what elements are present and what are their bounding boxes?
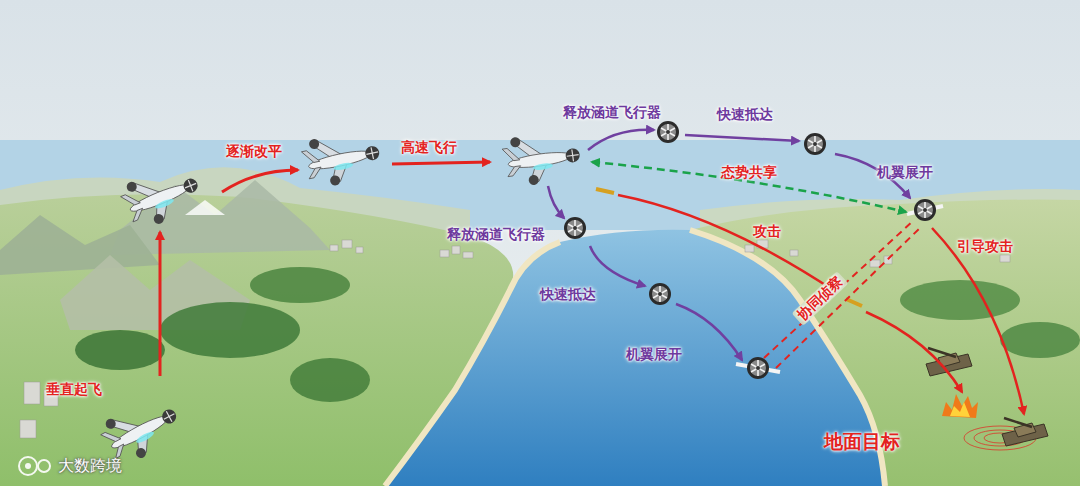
- step-label: 逐渐改平: [226, 143, 282, 160]
- step-label: 垂直起飞: [46, 381, 102, 398]
- step-label: 机翼展开: [877, 164, 933, 181]
- step-label: 机翼展开: [626, 346, 682, 363]
- step-label: 释放涵道飞行器: [563, 104, 661, 121]
- step-label: 快速抵达: [717, 106, 773, 123]
- step-label: 态势共享: [721, 164, 777, 181]
- step-label: 引导攻击: [957, 238, 1013, 255]
- step-label: 高速飞行: [401, 139, 457, 156]
- watermark: 大数跨境: [58, 456, 122, 475]
- step-label: 快速抵达: [540, 286, 596, 303]
- step-label: 地面目标: [824, 430, 900, 453]
- step-label: 攻击: [753, 223, 781, 240]
- step-label: 释放涵道飞行器: [447, 226, 545, 243]
